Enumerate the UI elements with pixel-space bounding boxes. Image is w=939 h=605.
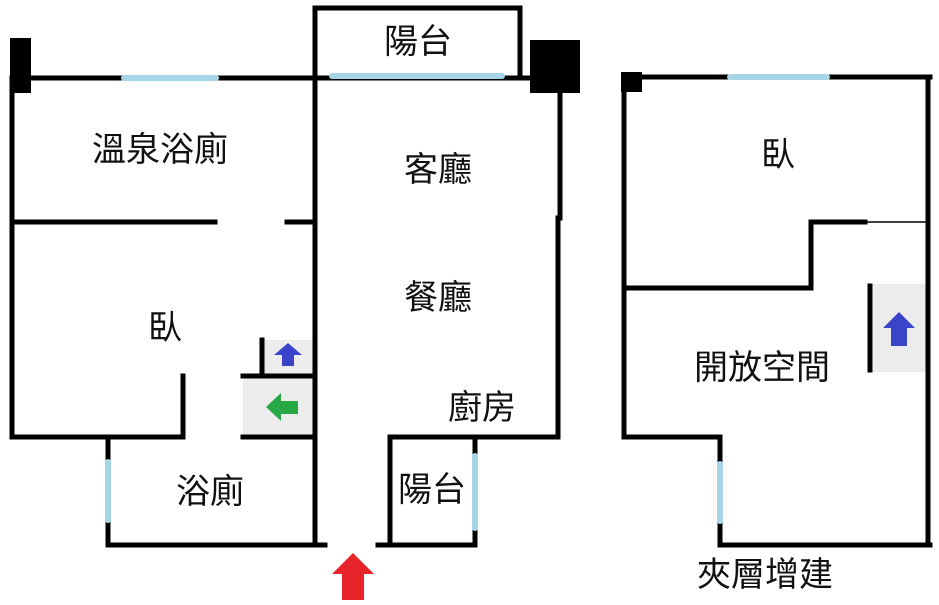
- room-label-living-room: 客廳: [404, 150, 472, 190]
- pillar: [530, 40, 580, 93]
- mezzanine-caption: 夾層增建: [697, 555, 833, 595]
- stairs-up-arrow-icon: [274, 343, 302, 366]
- room-label-kitchen: 廚房: [448, 388, 516, 428]
- windows: [717, 74, 830, 524]
- windows: [105, 73, 505, 531]
- room-label-bedroom: 臥: [148, 308, 182, 348]
- room-label-dining-room: 餐廳: [404, 278, 472, 318]
- room-label-open-space: 開放空間: [694, 348, 830, 388]
- stairs-up-arrow-icon: [883, 312, 915, 346]
- stairs-left-arrow-icon: [266, 393, 298, 421]
- room-label-hot-spring-bath: 溫泉浴廁: [92, 130, 228, 170]
- room-label-balcony-small: 陽台: [398, 470, 466, 510]
- ground-floor-plan: 陽台 溫泉浴廁 客廳 餐廳 臥 廚房 浴廁 陽台: [9, 5, 580, 600]
- room-label-mezzanine-bedroom: 臥: [761, 135, 795, 175]
- mezzanine-plan: 臥 開放空間 夾層增建: [621, 72, 933, 595]
- pillar: [10, 38, 31, 93]
- room-label-bathroom: 浴廁: [176, 472, 244, 512]
- entrance-arrow-icon: [332, 553, 374, 600]
- room-label-balcony-top: 陽台: [384, 22, 452, 62]
